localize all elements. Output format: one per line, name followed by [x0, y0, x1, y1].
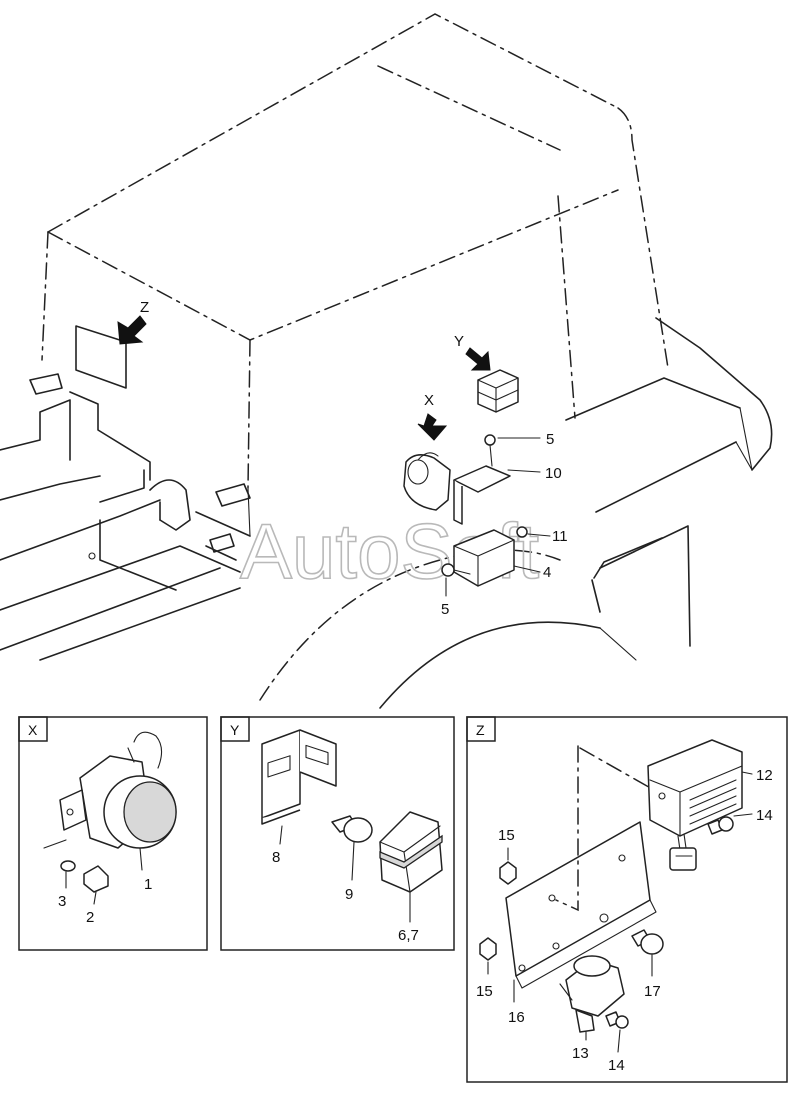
- detail-x-callout-1: 1: [144, 876, 152, 893]
- detail-y-callout-8: 8: [272, 849, 280, 866]
- callout-4: 4: [543, 564, 551, 581]
- view-arrow-y: Y: [454, 333, 491, 371]
- callout-5-top: 5: [546, 431, 554, 448]
- detail-x-panel: X 1 2 3: [18, 716, 208, 951]
- detail-y-callout-6-7: 6,7: [398, 927, 419, 944]
- callout-5-bottom: 5: [441, 601, 449, 618]
- detail-y-callout-9: 9: [345, 886, 353, 903]
- detail-z-callout-17: 17: [644, 983, 661, 1000]
- detail-y-tag: Y: [230, 722, 240, 738]
- detail-x-callout-2: 2: [86, 909, 94, 926]
- detail-z-tag: Z: [476, 722, 485, 738]
- detail-z-callout-16: 16: [508, 1009, 525, 1026]
- main-relay-part: [403, 452, 451, 511]
- detail-z-callout-15-bottom: 15: [476, 983, 493, 1000]
- detail-z-panel: Z 12: [466, 716, 788, 1083]
- detail-z-callout-13: 13: [572, 1045, 589, 1062]
- cab-outline: [0, 13, 773, 709]
- detail-z-callout-12: 12: [756, 767, 773, 784]
- view-arrow-x-label: X: [424, 392, 434, 409]
- callout-11: 11: [552, 528, 568, 545]
- view-arrow-z: Z: [117, 299, 149, 345]
- detail-x-tag: X: [28, 722, 38, 738]
- detail-z-callout-15-top: 15: [498, 827, 515, 844]
- detail-z-callout-14-top: 14: [756, 807, 773, 824]
- main-fuse-box: [477, 369, 519, 413]
- detail-x-callout-3: 3: [58, 893, 66, 910]
- detail-z-callout-14-bottom: 14: [608, 1057, 625, 1074]
- detail-y-panel: Y 8 9 6,7: [220, 716, 455, 951]
- main-bracket: [441, 434, 528, 587]
- view-arrow-x: X: [417, 392, 448, 441]
- view-arrow-y-label: Y: [454, 333, 464, 350]
- main-callouts: 5 10 11 4 5: [441, 431, 568, 618]
- callout-10: 10: [545, 465, 562, 482]
- view-arrow-z-label: Z: [140, 299, 149, 316]
